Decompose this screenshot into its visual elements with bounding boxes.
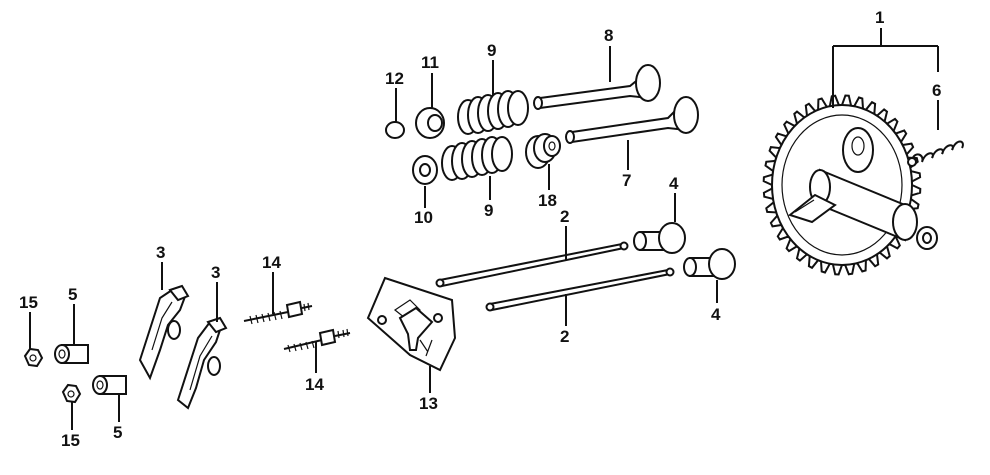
callout-14-upper: 14 [262, 253, 281, 272]
rocker-arm-right-part [176, 316, 228, 410]
leader-lines [29, 28, 939, 430]
intake-valve-part [533, 64, 661, 110]
rocker-pivot-upper-part [54, 344, 89, 364]
spring-retainer-upper-part [415, 107, 445, 139]
callout-5-upper: 5 [68, 285, 77, 304]
valve-spring-upper-part [457, 90, 529, 135]
callout-9-upper: 9 [487, 41, 496, 60]
valve-cotter-part [385, 121, 405, 139]
callout-4-upper: 4 [669, 174, 679, 193]
callout-6: 6 [932, 81, 941, 100]
callout-18: 18 [538, 191, 557, 210]
callout-11: 11 [421, 53, 439, 72]
rocker-pivot-lower-part [92, 375, 127, 395]
push-rod-lower-part [485, 267, 675, 312]
callout-7: 7 [622, 171, 631, 190]
camshaft-gear-part [762, 94, 938, 276]
callout-2-upper: 2 [560, 207, 569, 226]
rocker-stud-upper-part [243, 300, 313, 325]
callout-4-lower: 4 [711, 305, 721, 324]
callout-3-left: 3 [156, 243, 165, 262]
callout-1: 1 [875, 8, 884, 27]
valve-spring-lower-part [441, 136, 513, 181]
callout-14-lower: 14 [305, 375, 324, 394]
push-rod-guide-plate-part [366, 276, 457, 372]
callout-9-lower: 9 [484, 201, 493, 220]
callout-5-lower: 5 [113, 423, 122, 442]
lock-nut-lower-part [61, 383, 82, 404]
callout-12: 12 [385, 69, 404, 88]
callout-3-right: 3 [211, 263, 220, 282]
callout-13: 13 [419, 394, 438, 413]
callout-15-upper: 15 [19, 293, 38, 312]
lock-nut-upper-part [23, 347, 44, 368]
exhaust-valve-part [565, 96, 699, 144]
valve-stem-seal-part [525, 133, 561, 169]
tappet-lower-part [683, 248, 736, 280]
callout-15-lower: 15 [61, 431, 80, 450]
rocker-arm-left-part [138, 284, 190, 381]
rocker-stud-lower-part [283, 328, 351, 353]
callout-8: 8 [604, 26, 613, 45]
callout-2-lower: 2 [560, 327, 569, 346]
callout-labels: 1 6 8 7 9 9 11 12 10 18 4 4 2 2 13 3 3 1… [19, 8, 941, 450]
decompressor-spring-part [907, 140, 964, 167]
spring-retainer-lower-part [412, 155, 438, 185]
tappet-upper-part [633, 222, 686, 254]
push-rod-upper-part [435, 241, 629, 288]
callout-10: 10 [414, 208, 433, 227]
